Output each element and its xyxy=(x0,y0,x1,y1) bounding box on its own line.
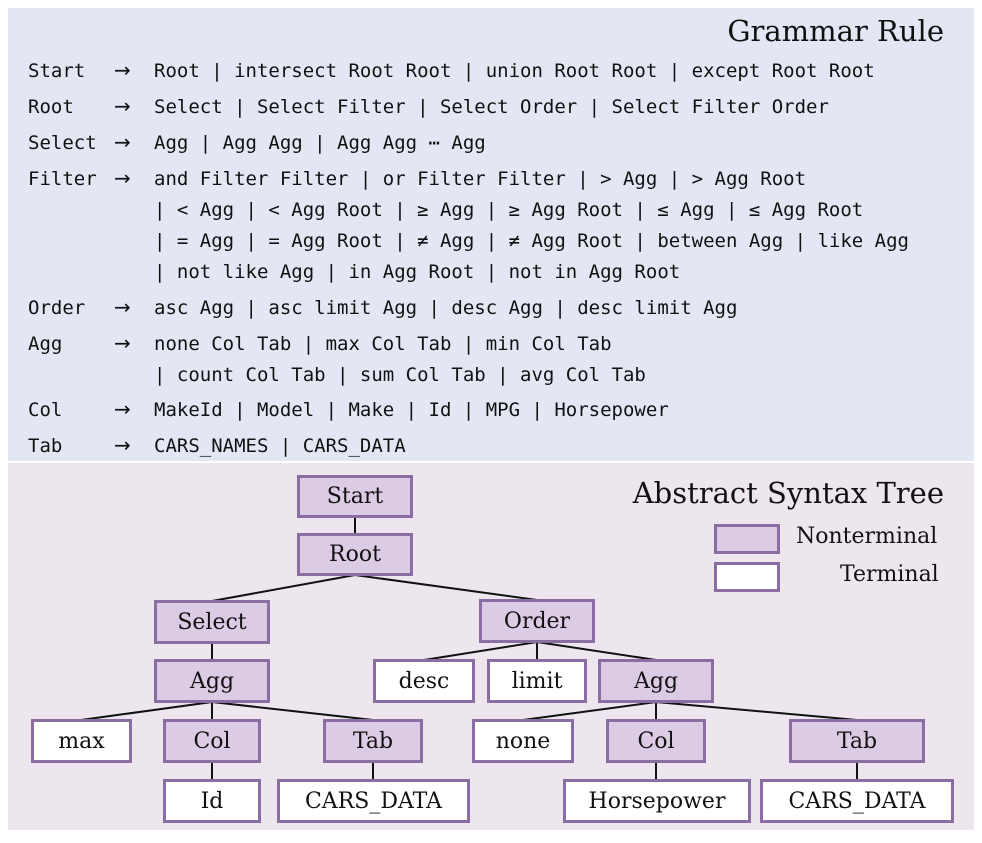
edge xyxy=(522,701,657,721)
grammar-panel xyxy=(8,8,974,461)
rule-body-start: Root | intersect Root Root | union Root … xyxy=(154,60,875,82)
legend-nonterminal-label: Nonterminal xyxy=(796,524,938,549)
legend-nonterminal-swatch xyxy=(714,524,780,554)
rule-name-col: Col xyxy=(28,399,63,421)
ast-panel xyxy=(8,463,974,830)
legend-terminal-swatch xyxy=(714,562,780,592)
rule-arrow: → xyxy=(114,166,131,190)
rule-name-agg: Agg xyxy=(28,333,63,355)
rule-arrow: → xyxy=(114,433,131,457)
rule-body-order: asc Agg | asc limit Agg | desc Agg | des… xyxy=(154,297,738,319)
node-start: Start xyxy=(297,475,413,518)
rule-body-filter-4: | not like Agg | in Agg Root | not in Ag… xyxy=(154,261,681,283)
node-horsepower: Horsepower xyxy=(563,779,751,823)
rule-body-filter-2: | < Agg | < Agg Root | ≥ Agg | ≥ Agg Roo… xyxy=(154,199,864,221)
edge xyxy=(655,701,858,721)
node-limit: limit xyxy=(487,659,587,703)
node-cars-data: CARS_DATA xyxy=(760,779,954,823)
rule-arrow: → xyxy=(114,94,131,118)
rule-name-select: Select xyxy=(28,132,97,154)
node-id: Id xyxy=(163,779,261,823)
grammar-title: Grammar Rule xyxy=(727,14,944,48)
rule-name-tab: Tab xyxy=(28,435,63,457)
node-agg: Agg xyxy=(154,659,270,703)
rule-body-select: Agg | Agg Agg | Agg Agg ⋯ Agg xyxy=(154,132,486,154)
edge xyxy=(211,574,356,602)
node-tab: Tab xyxy=(789,719,925,763)
edge xyxy=(211,701,374,721)
node-col: Col xyxy=(163,719,261,763)
rule-arrow: → xyxy=(114,331,131,355)
rule-body-root: Select | Select Filter | Select Order | … xyxy=(154,96,829,118)
rule-name-order: Order xyxy=(28,297,86,319)
rule-body-agg-2: | count Col Tab | sum Col Tab | avg Col … xyxy=(154,364,646,386)
rule-name-filter: Filter xyxy=(28,168,97,190)
rule-arrow: → xyxy=(114,397,131,421)
node-tab: Tab xyxy=(323,719,423,763)
node-col: Col xyxy=(606,719,706,763)
rule-body-filter-3: | = Agg | = Agg Root | ≠ Agg | ≠ Agg Roo… xyxy=(154,230,909,252)
rule-arrow: → xyxy=(114,58,131,82)
node-agg: Agg xyxy=(598,659,714,703)
node-desc: desc xyxy=(373,659,475,703)
node-cars-data: CARS_DATA xyxy=(277,779,470,823)
rule-name-start: Start xyxy=(28,60,86,82)
rule-body-agg-1: none Col Tab | max Col Tab | min Col Tab xyxy=(154,333,612,355)
legend-terminal-label: Terminal xyxy=(840,562,939,587)
rule-arrow: → xyxy=(114,295,131,319)
edge xyxy=(423,641,538,661)
edge xyxy=(354,574,538,601)
rule-body-filter-1: and Filter Filter | or Filter Filter | >… xyxy=(154,168,807,190)
edge xyxy=(80,701,213,721)
node-max: max xyxy=(31,719,132,763)
rule-name-root: Root xyxy=(28,96,74,118)
edge xyxy=(536,641,657,661)
ast-title: Abstract Syntax Tree xyxy=(632,476,944,510)
node-none: none xyxy=(472,719,574,763)
rule-arrow: → xyxy=(114,130,131,154)
rule-body-col: MakeId | Model | Make | Id | MPG | Horse… xyxy=(154,399,669,421)
node-root: Root xyxy=(297,533,413,576)
node-select: Select xyxy=(154,600,270,644)
node-order: Order xyxy=(479,599,595,643)
rule-body-tab: CARS_NAMES | CARS_DATA xyxy=(154,435,406,457)
